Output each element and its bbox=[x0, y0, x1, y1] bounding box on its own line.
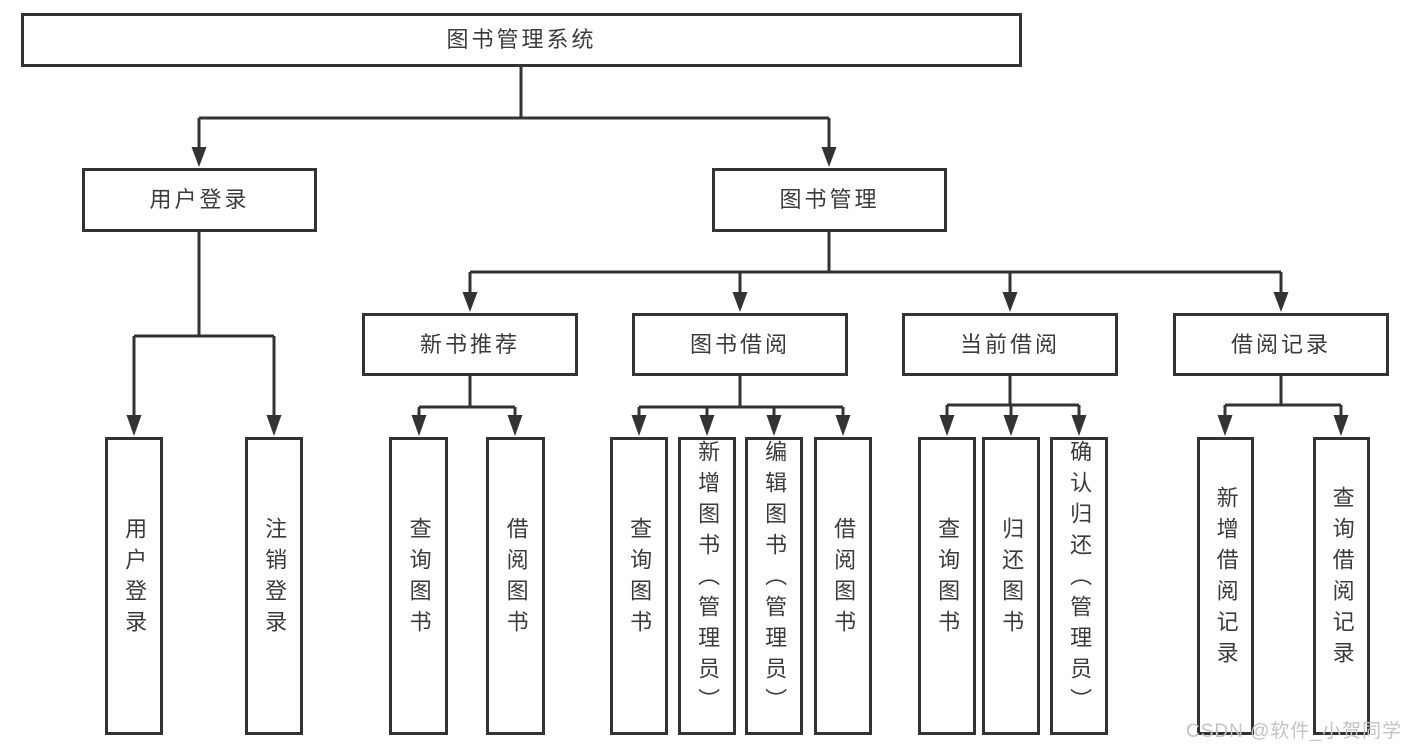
leaf-return-book: 归还图书 bbox=[982, 437, 1040, 735]
node-root: 图书管理系统 bbox=[21, 13, 1022, 67]
leaf-borrow-books-1: 借阅图书 bbox=[486, 437, 545, 735]
csdn-watermark: CSDN @软件_小贺同学 bbox=[1186, 721, 1402, 742]
node-book-borrow: 图书借阅 bbox=[632, 313, 848, 376]
leaf-query-books-3: 查询图书 bbox=[918, 437, 976, 735]
leaf-add-book-admin: 新增图书（管理员） bbox=[678, 437, 736, 735]
connector-root-to-level1 bbox=[197, 67, 831, 155]
connector-book-mgmt-children bbox=[468, 232, 1283, 299]
arrowheads bbox=[126, 147, 1349, 436]
node-book-management: 图书管理 bbox=[712, 168, 947, 232]
leaf-query-borrow-record: 查询借阅记录 bbox=[1313, 437, 1370, 735]
node-current-borrow: 当前借阅 bbox=[902, 313, 1118, 376]
connector-book-borrow-children bbox=[637, 376, 845, 423]
node-new-book-recommend: 新书推荐 bbox=[362, 313, 578, 376]
leaf-query-books-1: 查询图书 bbox=[389, 437, 448, 735]
leaf-add-borrow-record: 新增借阅记录 bbox=[1197, 437, 1254, 735]
leaf-edit-book-admin: 编辑图书（管理员） bbox=[745, 437, 803, 735]
leaf-confirm-return-admin: 确认归还（管理员） bbox=[1050, 437, 1108, 735]
leaf-query-books-2: 查询图书 bbox=[610, 437, 668, 735]
connector-borrow-rec-children bbox=[1223, 376, 1343, 423]
node-borrow-records: 借阅记录 bbox=[1173, 313, 1389, 376]
node-user-login: 用户登录 bbox=[82, 168, 317, 232]
leaf-logout: 注销登录 bbox=[245, 437, 303, 735]
connector-cur-borrow-children bbox=[945, 376, 1081, 423]
connector-user-login-children bbox=[132, 232, 276, 423]
leaf-borrow-books-2: 借阅图书 bbox=[814, 437, 872, 735]
leaf-user-login: 用户登录 bbox=[105, 437, 163, 735]
connector-new-rec-children bbox=[417, 376, 517, 423]
